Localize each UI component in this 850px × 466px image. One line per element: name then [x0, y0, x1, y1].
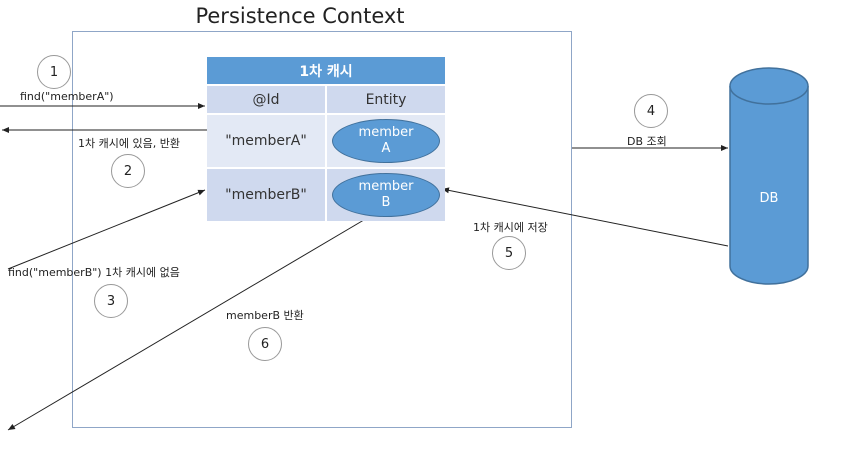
- step-1-label: find("memberA"): [20, 90, 114, 103]
- first-level-cache-table: 1차 캐시 @Id Entity "memberA" member A "mem…: [207, 57, 446, 221]
- step-5-badge: 5: [492, 236, 526, 270]
- cache-row-id: "memberB": [207, 167, 327, 221]
- step-1-badge: 1: [37, 55, 71, 89]
- step-3-badge: 3: [94, 284, 128, 318]
- entity-oval: member B: [332, 173, 440, 217]
- arrow-6-return-memberB: [7, 213, 375, 431]
- arrow-3-find-memberB: [7, 189, 206, 270]
- diagram-title: Persistence Context: [195, 4, 405, 28]
- db-cylinder: [729, 67, 809, 285]
- step-4-badge: 4: [634, 94, 668, 128]
- step-2-label: 1차 캐시에 있음, 반환: [78, 137, 180, 150]
- cache-title: 1차 캐시: [207, 57, 446, 85]
- step-5-label: 1차 캐시에 저장: [473, 221, 548, 234]
- cache-row: "memberA" member A: [207, 113, 446, 168]
- cache-row-id: "memberA": [207, 113, 327, 168]
- header-id: @Id: [207, 84, 327, 114]
- db-label: DB: [760, 191, 779, 206]
- entity-oval: member A: [332, 119, 440, 163]
- step-4-label: DB 조회: [627, 135, 667, 148]
- step-3-label: find("memberB") 1차 캐시에 없음: [8, 266, 180, 279]
- step-6-badge: 6: [248, 327, 282, 361]
- persistence-context-box: [72, 31, 572, 428]
- cache-row: "memberB" member B: [207, 167, 446, 221]
- arrow-5-store-cache: [441, 187, 729, 247]
- step-6-label: memberB 반환: [226, 309, 304, 322]
- header-entity: Entity: [326, 84, 446, 114]
- step-2-badge: 2: [111, 154, 145, 188]
